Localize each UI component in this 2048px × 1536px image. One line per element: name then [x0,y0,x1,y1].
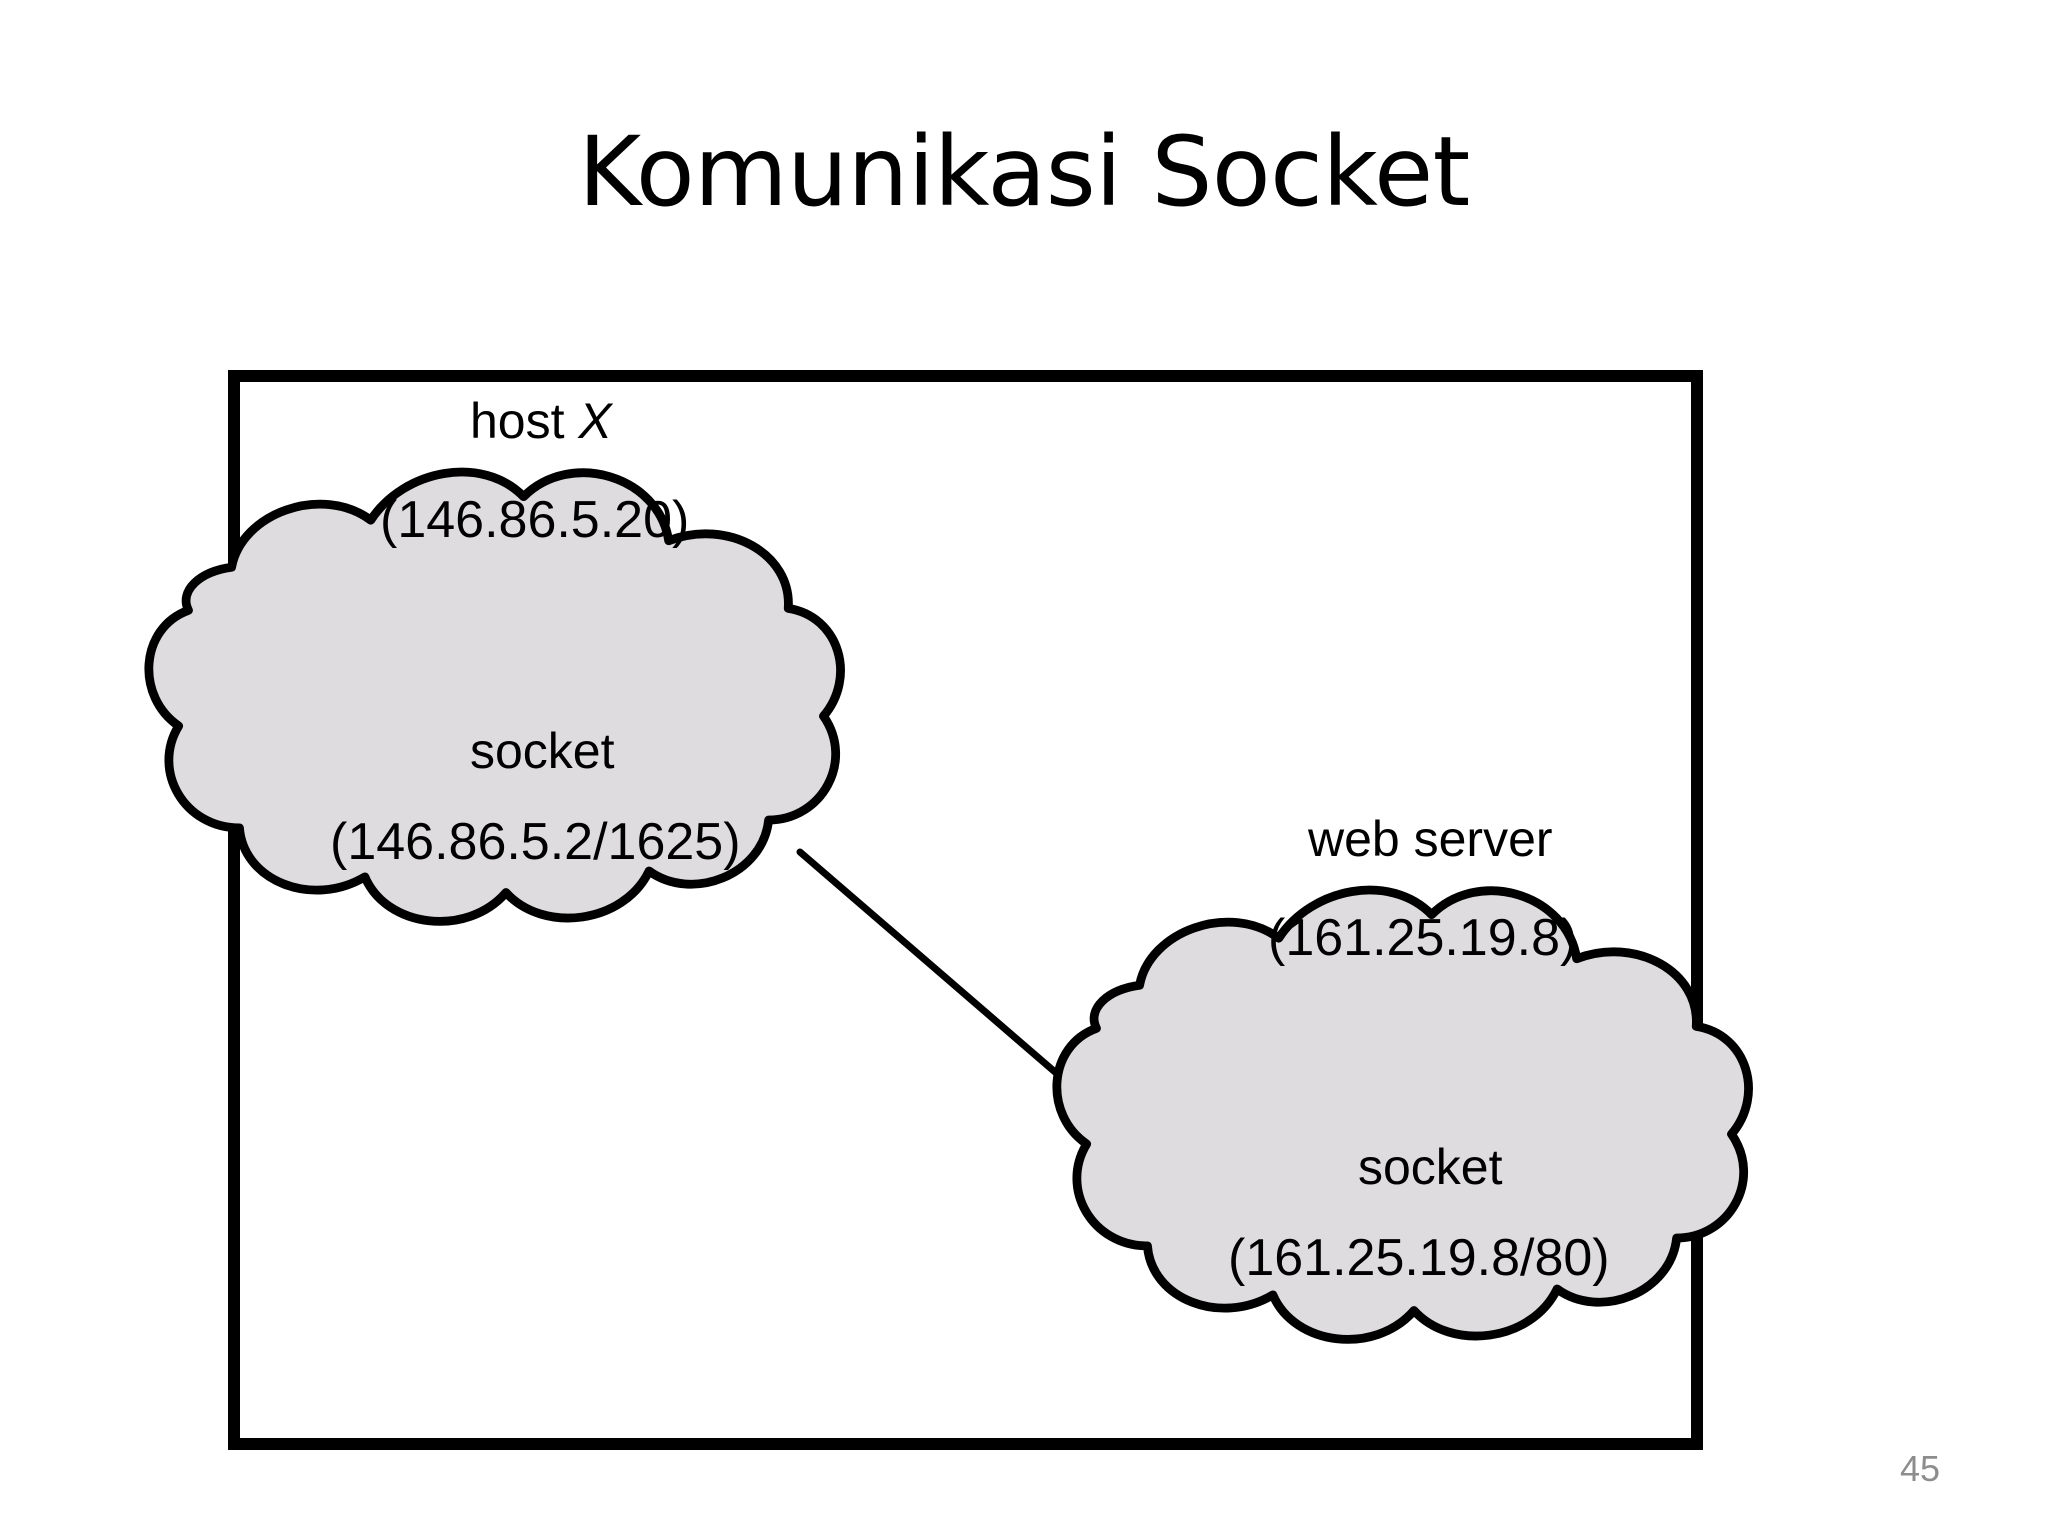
client-socket-label: socket [470,723,615,779]
page-title: Komunikasi Socket [578,116,1470,228]
host-name-text: host [470,393,565,449]
client-socket-address: (146.86.5.2/1625) [330,813,741,871]
host-name-italic: X [578,393,612,449]
web-server-label: web server [1308,811,1553,867]
page-number: 45 [1900,1448,1941,1489]
web-server-ip-label: (161.25.19.8) [1268,909,1578,967]
host-ip-label: (146.86.5.20) [380,491,690,549]
host-name-label: host X [470,392,612,450]
server-socket-address: (161.25.19.8/80) [1228,1229,1610,1287]
server-socket-label: socket [1358,1139,1503,1195]
